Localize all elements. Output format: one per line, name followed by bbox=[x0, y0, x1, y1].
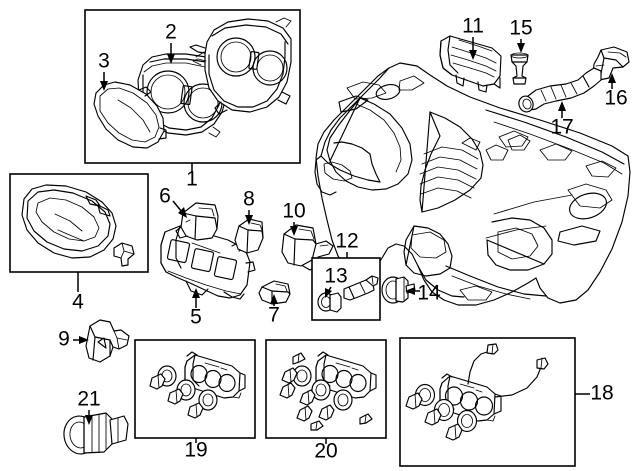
callout-5[interactable]: 5 bbox=[190, 306, 202, 329]
trim-clip-grommet bbox=[510, 52, 529, 85]
callout-2[interactable]: 2 bbox=[165, 21, 177, 44]
dimmer-switch bbox=[258, 280, 291, 305]
callout-11[interactable]: 11 bbox=[462, 15, 484, 38]
callout-4[interactable]: 4 bbox=[72, 291, 84, 314]
callout-numbers: 1 2 3 4 5 6 7 8 9 10 11 12 13 14 15 16 1… bbox=[58, 15, 628, 463]
callout-17[interactable]: 17 bbox=[550, 116, 573, 139]
callout-13[interactable]: 13 bbox=[324, 265, 347, 288]
arrowhead-6 bbox=[178, 207, 187, 218]
callout-16[interactable]: 16 bbox=[604, 87, 627, 110]
heater-control-unit-19 bbox=[184, 351, 246, 399]
headlamp-switch bbox=[175, 202, 219, 241]
cluster-lens-cover bbox=[93, 81, 167, 149]
arrowhead-15 bbox=[517, 43, 525, 53]
hazard-warning-switch bbox=[85, 319, 130, 363]
heater-control-knobs-and-clips-20 bbox=[279, 352, 373, 431]
arrowhead-9 bbox=[79, 336, 89, 344]
leader-6 bbox=[172, 200, 183, 213]
hazard-triangle-icon bbox=[97, 337, 107, 349]
callout-18[interactable]: 18 bbox=[590, 382, 613, 405]
lighter-element bbox=[317, 292, 342, 313]
arrowhead-2 bbox=[167, 54, 175, 64]
cluster-hood-visor bbox=[21, 184, 117, 259]
arrowhead-10 bbox=[290, 226, 298, 236]
arrowhead-3 bbox=[100, 81, 108, 91]
heater-control-knobs-19 bbox=[149, 365, 218, 419]
callout-8[interactable]: 8 bbox=[243, 188, 255, 211]
center-vent-louvers bbox=[419, 146, 479, 199]
ignition-switch-knob bbox=[63, 412, 129, 455]
arrowhead-7 bbox=[270, 294, 278, 304]
arrowhead-17 bbox=[558, 101, 566, 111]
upper-console-trim bbox=[439, 35, 502, 93]
callout-7[interactable]: 7 bbox=[268, 304, 280, 327]
instrument-panel-dashboard bbox=[314, 62, 631, 306]
lighter-barrel bbox=[343, 275, 379, 301]
heater-control-unit-18 bbox=[439, 343, 549, 422]
hood-visor-clip bbox=[113, 242, 135, 267]
callout-14[interactable]: 14 bbox=[417, 282, 441, 305]
arrowhead-21 bbox=[85, 415, 93, 425]
callout-10[interactable]: 10 bbox=[282, 200, 305, 223]
callout-21[interactable]: 21 bbox=[77, 388, 100, 411]
callout-6[interactable]: 6 bbox=[159, 185, 171, 208]
callout-3[interactable]: 3 bbox=[98, 50, 110, 73]
callout-9[interactable]: 9 bbox=[58, 328, 70, 351]
callout-19[interactable]: 19 bbox=[184, 439, 207, 462]
callout-1[interactable]: 1 bbox=[186, 168, 198, 191]
vdc-off-switch bbox=[281, 224, 334, 271]
arrowhead-14 bbox=[405, 287, 415, 295]
instrument-cluster-complete bbox=[189, 17, 292, 115]
arrowhead-16 bbox=[608, 73, 616, 83]
heater-control-knobs-18 bbox=[405, 383, 478, 441]
power-outlet-socket bbox=[381, 276, 416, 304]
leader-lines bbox=[73, 37, 616, 444]
callout-15[interactable]: 15 bbox=[509, 17, 532, 40]
arrowhead-5 bbox=[192, 288, 200, 298]
arrowhead-13 bbox=[325, 288, 332, 298]
mirror-control-switch bbox=[234, 218, 264, 254]
callout-20[interactable]: 20 bbox=[314, 440, 337, 463]
arrowhead-11 bbox=[469, 50, 477, 60]
defroster-duct-hose bbox=[518, 67, 602, 113]
callout-12[interactable]: 12 bbox=[335, 230, 358, 253]
center-switch-panel-bezel bbox=[160, 225, 256, 300]
arrowhead-8 bbox=[245, 215, 253, 225]
